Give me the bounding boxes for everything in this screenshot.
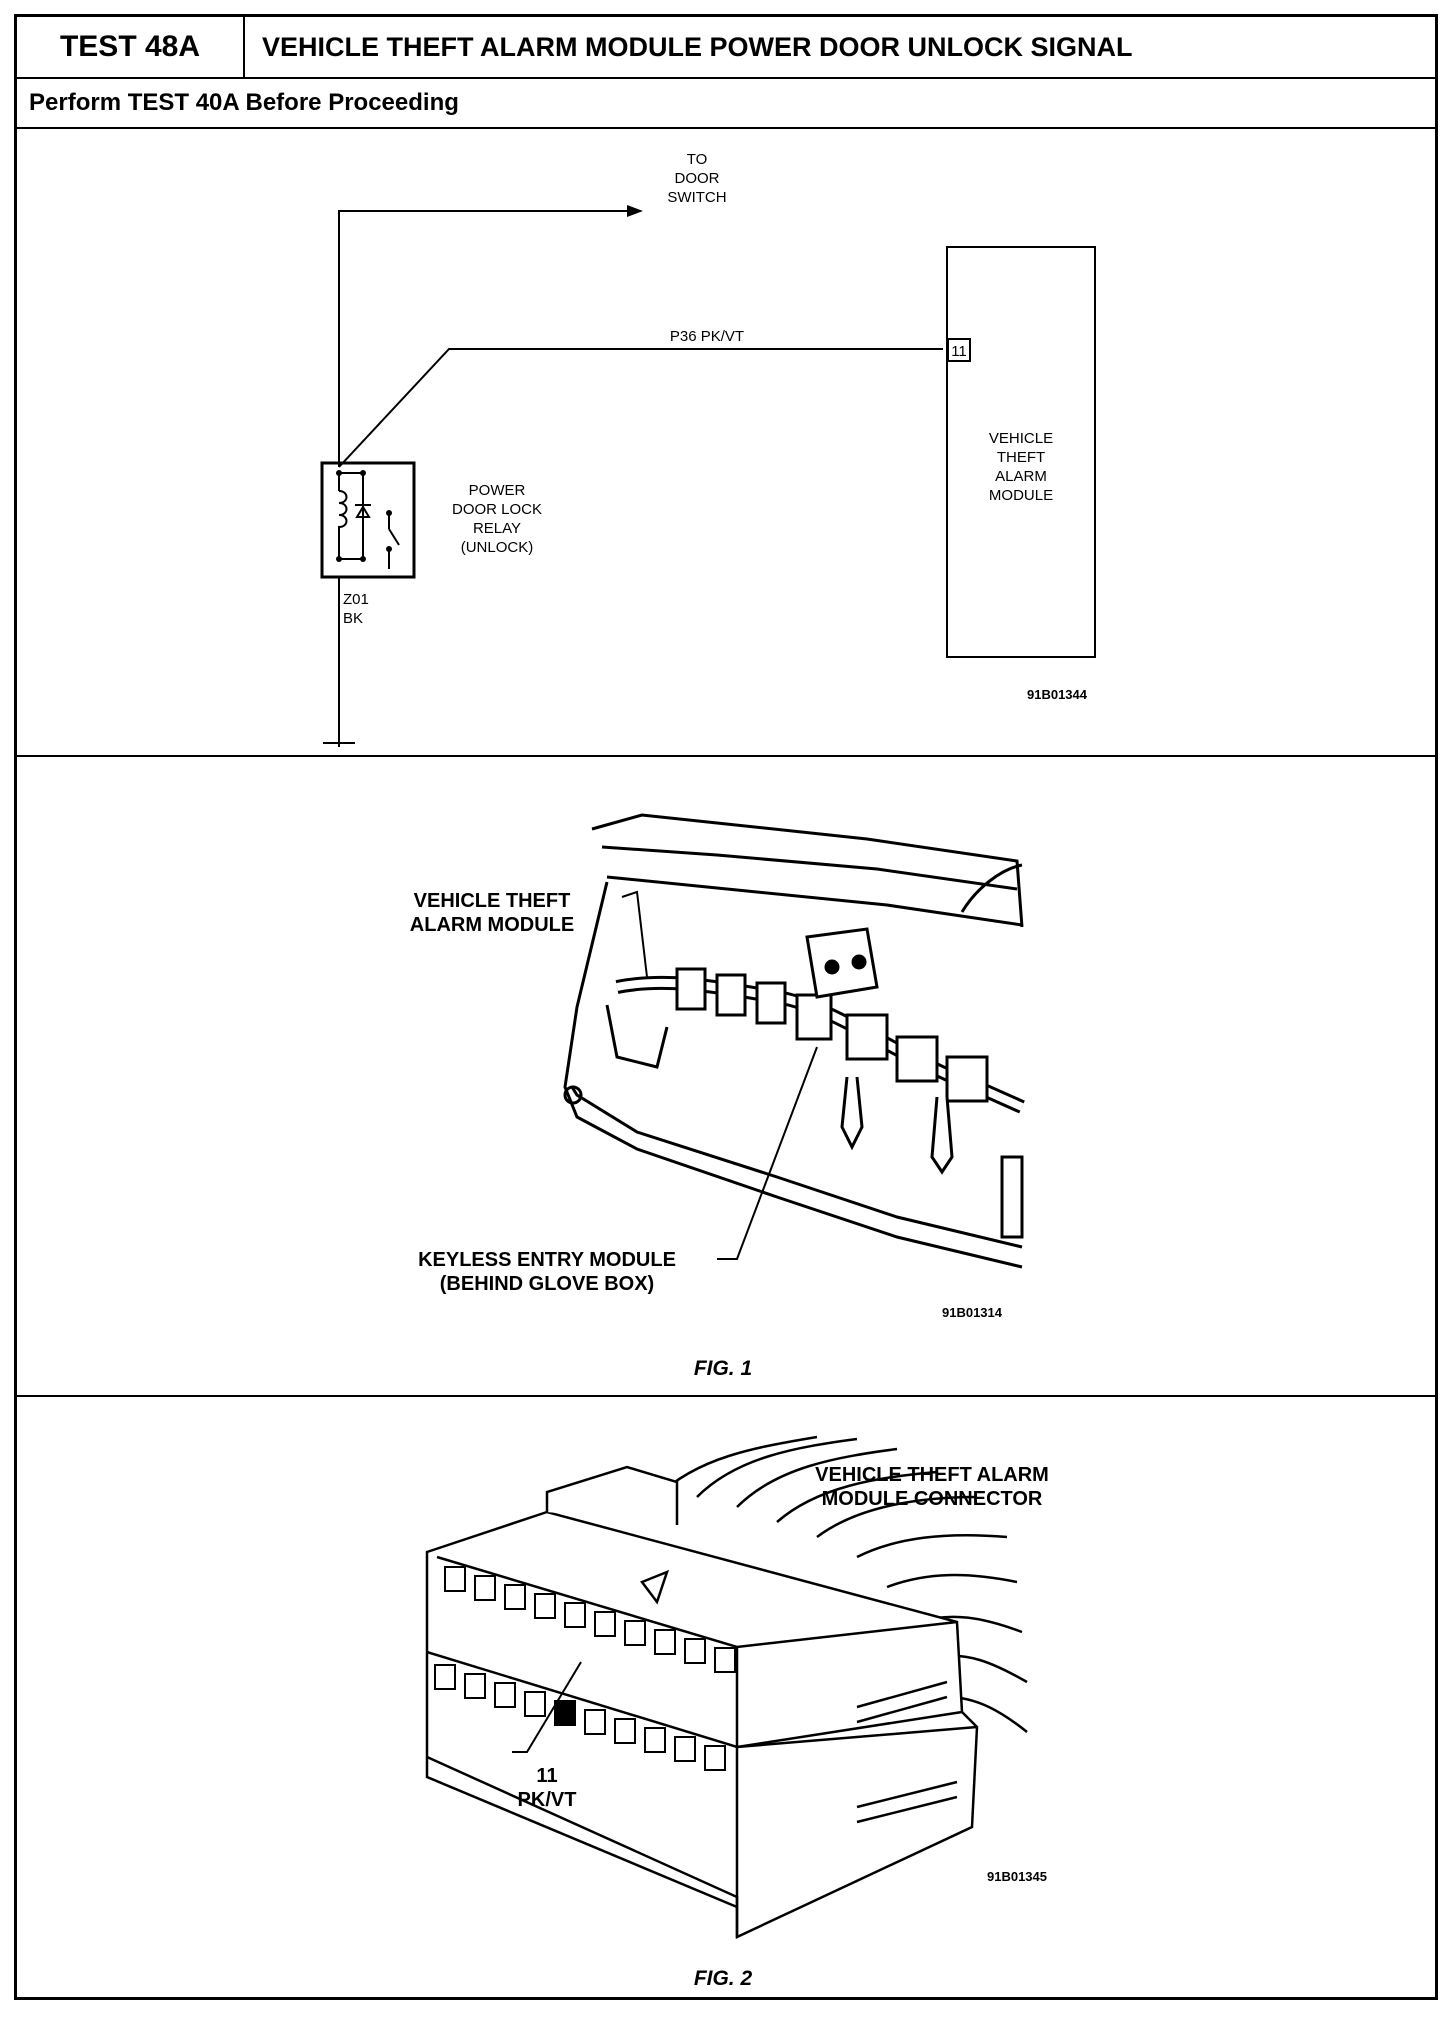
wire-label: P36 PK/VT — [670, 328, 744, 345]
fig1-module-label-1: VEHICLE THEFT — [414, 890, 571, 912]
relay-label-4: (UNLOCK) — [461, 539, 534, 556]
connector-cavity — [584, 1709, 606, 1735]
connector-cavity — [614, 1718, 636, 1744]
schematic-diagram: TO DOOR SWITCH P36 PK/VT 11 VEHICLE THEF… — [320, 151, 1096, 747]
ground-wire-label-1: Z01 — [343, 591, 369, 608]
connector-body — [425, 1510, 979, 1939]
connector-cavity — [504, 1584, 526, 1610]
connector-cavity — [444, 1566, 466, 1592]
figure2-illustration: VEHICLE THEFT ALARM MODULE CONNECTOR 11 … — [425, 1435, 1049, 1990]
fig2-pin-label-2: PK/VT — [518, 1789, 577, 1811]
connector-cavity — [434, 1664, 456, 1690]
connector-latch — [545, 1465, 679, 1525]
connector-cavity — [494, 1682, 516, 1708]
fig2-caption: FIG. 2 — [694, 1967, 753, 1990]
prerequisite-note: Perform TEST 40A Before Proceeding — [17, 79, 1435, 129]
schematic-panel: TO DOOR SWITCH P36 PK/VT 11 VEHICLE THEF… — [17, 129, 1435, 757]
relay-label-1: POWER — [469, 482, 526, 499]
connector-cavity — [714, 1647, 736, 1673]
connector-cavity — [524, 1691, 546, 1717]
door-switch-label-2: DOOR — [675, 170, 720, 187]
module-label-4: MODULE — [989, 487, 1053, 504]
fig2-pin-label-1: 11 — [536, 1765, 557, 1787]
fig2-connector-label-1: VEHICLE THEFT ALARM — [815, 1464, 1049, 1486]
pin11-leader — [512, 1661, 582, 1753]
dash-top — [591, 813, 1024, 928]
pin-number: 11 — [951, 343, 967, 360]
module-label-2: THEFT — [997, 449, 1045, 466]
figure1-illustration: VEHICLE THEFT ALARM MODULE KEYLESS ENTRY… — [410, 813, 1025, 1380]
connector-pins — [434, 1566, 736, 1771]
relay-coil — [338, 473, 348, 559]
fig1-keyless-label-1: KEYLESS ENTRY MODULE — [418, 1249, 676, 1271]
relay-box — [320, 461, 416, 579]
ground-wire-label-2: BK — [343, 610, 363, 627]
test-header: TEST 48A VEHICLE THEFT ALARM MODULE POWE… — [17, 17, 1435, 79]
keyless-leader — [717, 1046, 818, 1260]
connector-cavity — [644, 1727, 666, 1753]
connector-cavity — [474, 1575, 496, 1601]
connector-cavity — [594, 1611, 616, 1637]
module-leader — [621, 890, 648, 978]
p36-wire — [338, 348, 943, 468]
alarm-module-box — [946, 246, 1096, 658]
connector-key — [640, 1569, 670, 1605]
module-label-1: VEHICLE — [989, 430, 1053, 447]
arrow-icon — [627, 205, 643, 217]
connector-cavity — [684, 1638, 706, 1664]
fig1-module-label-2: ALARM MODULE — [410, 914, 574, 936]
door-switch-label-3: SWITCH — [667, 189, 726, 206]
door-switch-label-1: TO — [687, 151, 708, 168]
door-switch-wire — [338, 210, 627, 467]
bracket — [605, 1004, 669, 1069]
connector-cavity — [704, 1745, 726, 1771]
schematic-figure-code: 91B01344 — [1027, 687, 1088, 702]
fig1-figure-code: 91B01314 — [942, 1305, 1003, 1320]
dash-curve — [960, 863, 1023, 913]
test-title: VEHICLE THEFT ALARM MODULE POWER DOOR UN… — [262, 31, 1133, 62]
fig1-keyless-label-2: (BEHIND GLOVE BOX) — [440, 1273, 654, 1295]
connector-cavity — [464, 1673, 486, 1699]
connector-cavity — [654, 1629, 676, 1655]
connector-cavity — [674, 1736, 696, 1762]
relay-label-3: RELAY — [473, 520, 521, 537]
fig2-figure-code: 91B01345 — [987, 1869, 1047, 1884]
pin-11-box — [947, 338, 971, 362]
figure2-panel: VEHICLE THEFT ALARM MODULE CONNECTOR 11 … — [17, 1397, 1435, 1997]
test-number: TEST 48A — [17, 17, 245, 77]
module-label-3: ALARM — [995, 468, 1047, 485]
pin-11-cavity — [554, 1700, 576, 1726]
relay-label-2: DOOR LOCK — [452, 501, 542, 518]
panel-edge — [563, 881, 1023, 1269]
figure1-panel: VEHICLE THEFT ALARM MODULE KEYLESS ENTRY… — [17, 757, 1435, 1397]
alarm-module-body — [805, 927, 879, 999]
connector-cavity — [624, 1620, 646, 1646]
fig2-connector-label-2: MODULE CONNECTOR — [822, 1488, 1043, 1510]
connector-cavity — [564, 1602, 586, 1628]
fig1-caption: FIG. 1 — [694, 1357, 752, 1380]
relay-contact — [388, 528, 400, 546]
module-connector — [795, 993, 833, 1041]
connector-cavity — [534, 1593, 556, 1619]
page-frame: TEST 48A VEHICLE THEFT ALARM MODULE POWE… — [14, 14, 1438, 2000]
relay-diode — [355, 505, 371, 518]
